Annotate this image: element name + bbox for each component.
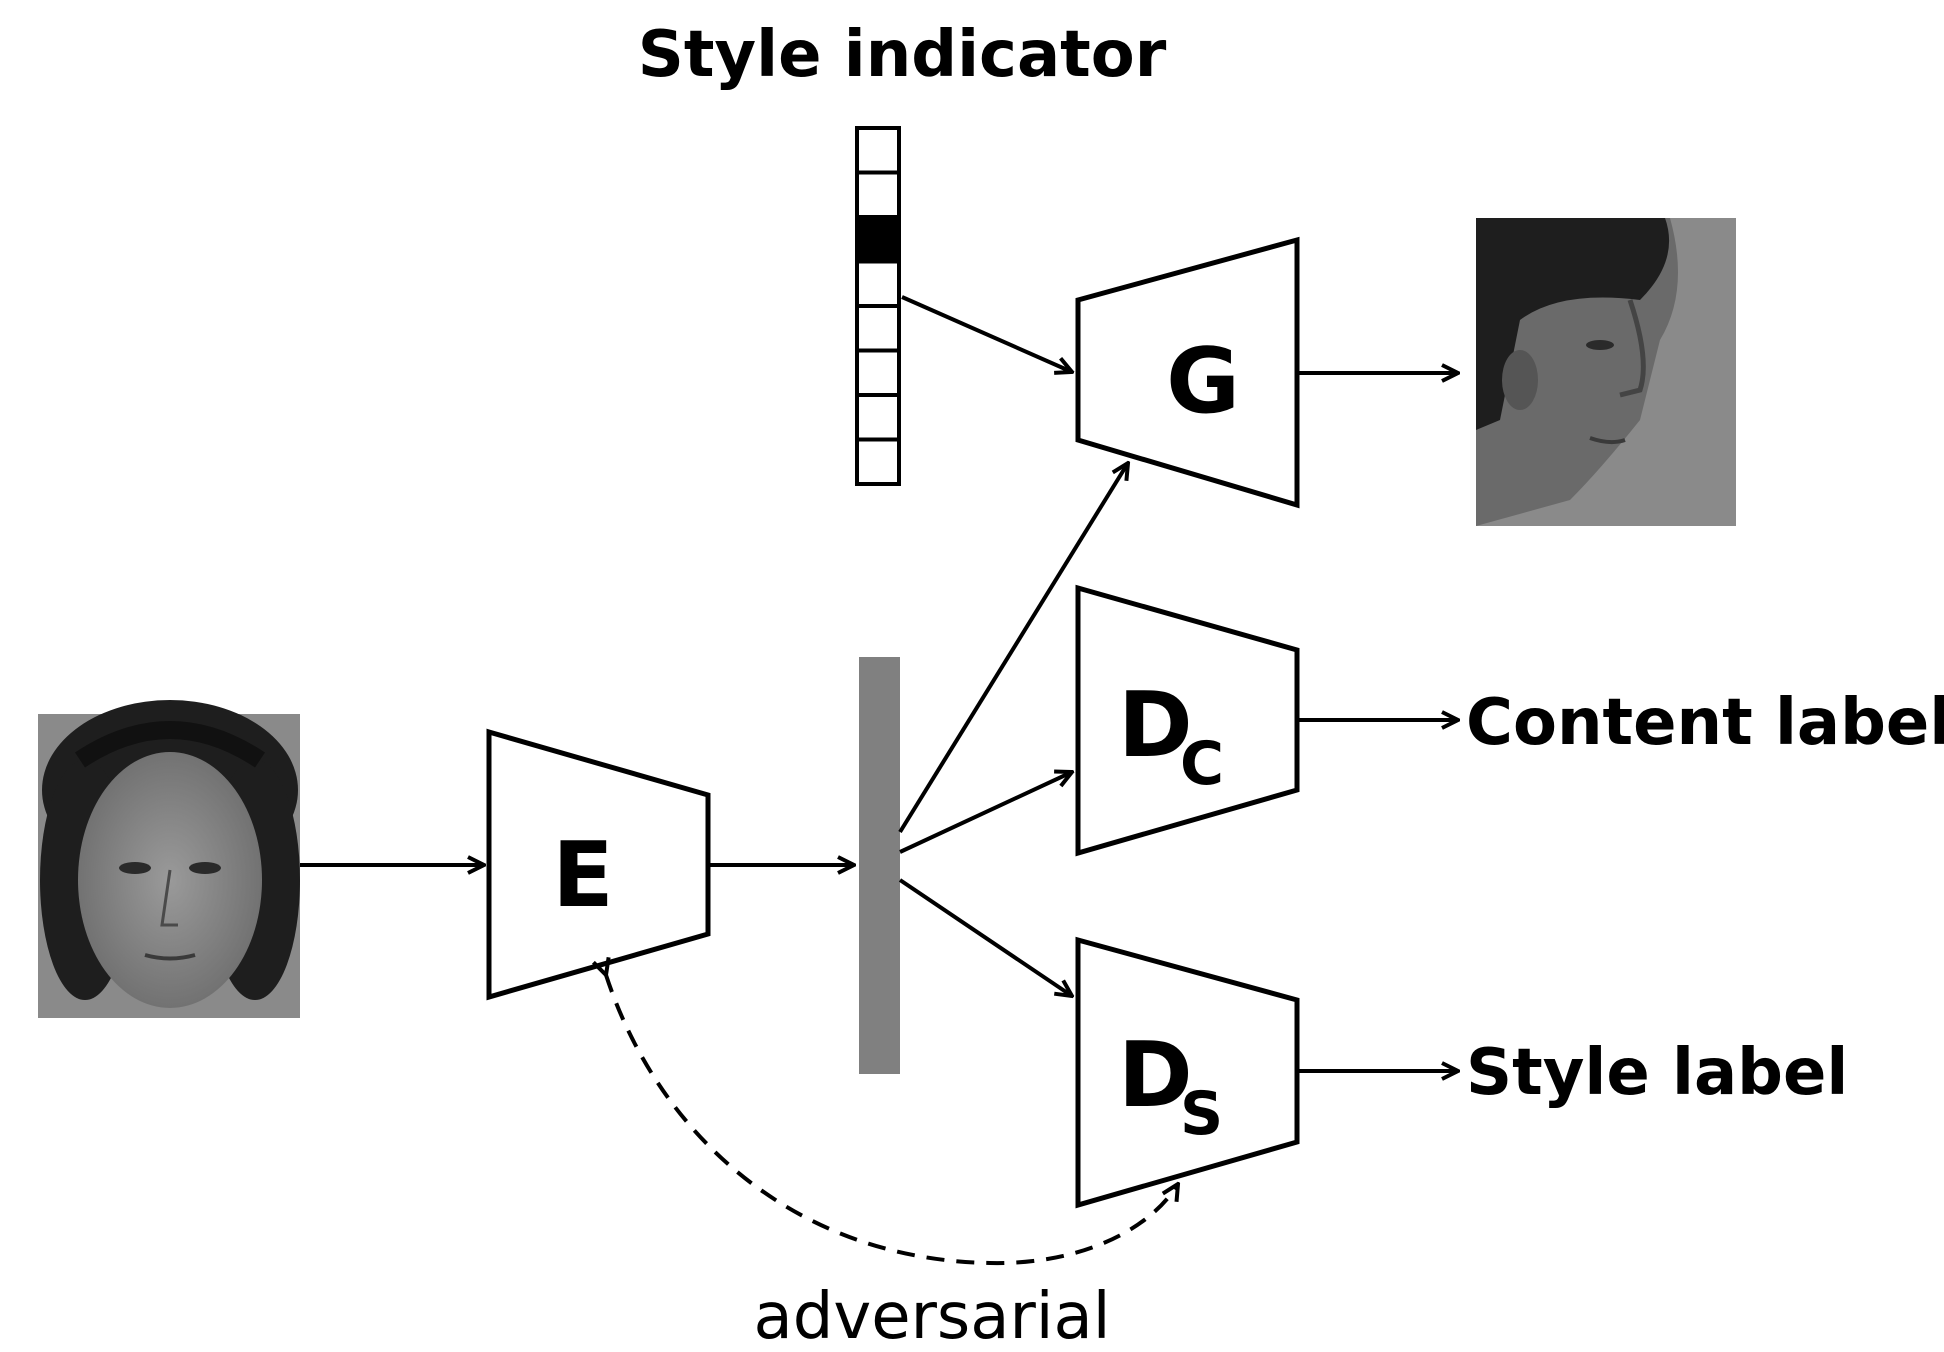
- arrow-latent-to-style-discriminator: [898, 878, 1072, 996]
- style-indicator-cell: [855, 170, 901, 219]
- arrow-latent-to-content-discriminator: [899, 772, 1072, 854]
- encoder-module: E: [486, 728, 711, 1001]
- encoder-label: E: [552, 823, 613, 928]
- content-label-text: Content label: [1466, 686, 1944, 760]
- adversarial-dashed-arrow: [606, 975, 1178, 1266]
- style-indicator-cell: [855, 393, 901, 442]
- style-indicator-cell: [855, 348, 901, 397]
- style-indicator-active-cell: [855, 215, 901, 264]
- style-indicator-cell: [855, 259, 901, 308]
- style-label-text: Style label: [1466, 1036, 1848, 1110]
- content-discriminator-module: D C: [1075, 584, 1300, 857]
- latent-code-bar: [859, 657, 900, 1074]
- generated-face-image: [1476, 218, 1736, 526]
- arrow-latent-to-generator: [898, 463, 1128, 834]
- style-indicator-cell: [855, 437, 901, 486]
- style-indicator-cell: [855, 304, 901, 353]
- style-discriminator-module: D S: [1075, 936, 1300, 1209]
- adversarial-label: adversarial: [753, 1280, 1110, 1352]
- style-indicator-title: Style indicator: [638, 18, 1167, 92]
- style-indicator-cell: [855, 126, 901, 175]
- generator-label: G: [1166, 329, 1240, 434]
- generator-module: G: [1075, 236, 1300, 509]
- content-discriminator-label: D: [1118, 673, 1193, 778]
- style-indicator-vector: [855, 126, 901, 486]
- style-discriminator-subscript: S: [1180, 1079, 1223, 1149]
- input-face-image: [38, 700, 300, 1018]
- content-discriminator-subscript: C: [1180, 729, 1224, 799]
- arrow-style-to-generator: [901, 295, 1072, 372]
